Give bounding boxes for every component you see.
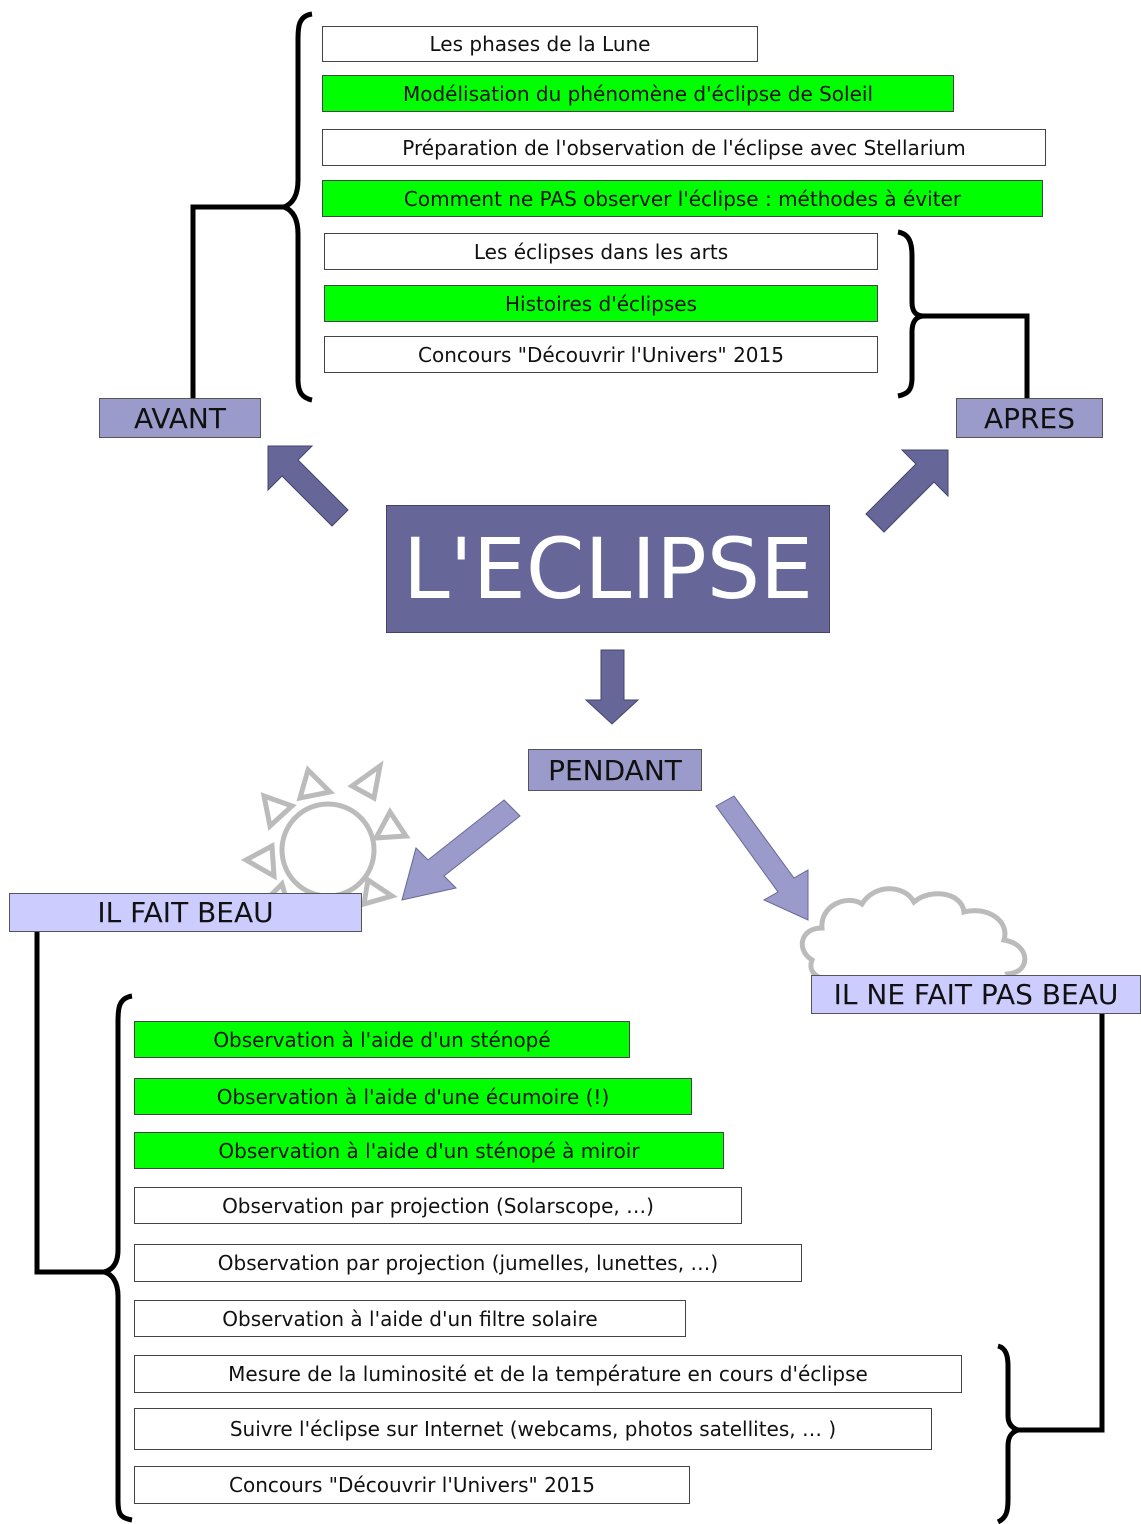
- avant-item-methodes-eviter: Comment ne PAS observer l'éclipse : méth…: [322, 180, 1043, 217]
- sun-icon: [240, 760, 411, 916]
- arrow-to-avant: [267, 445, 349, 527]
- avant-item-stellarium: Préparation de l'observation de l'éclips…: [322, 129, 1046, 166]
- apres-item-concours: Concours "Découvrir l'Univers" 2015: [324, 336, 878, 373]
- pendant-item-ecumoire: Observation à l'aide d'une écumoire (!): [134, 1078, 692, 1115]
- pendant-item-internet: Suivre l'éclipse sur Internet (webcams, …: [134, 1408, 932, 1450]
- pendant-label: PENDANT: [528, 749, 702, 791]
- pendant-item-stenope: Observation à l'aide d'un sténopé: [134, 1021, 630, 1058]
- avant-brace: [276, 11, 313, 403]
- pendant-item-filtre: Observation à l'aide d'un filtre solaire: [134, 1300, 686, 1337]
- pendant-item-concours: Concours "Découvrir l'Univers" 2015: [134, 1466, 690, 1504]
- arrow-to-apres: [865, 449, 949, 533]
- pendant-item-mesure: Mesure de la luminosité et de la tempéra…: [134, 1355, 962, 1393]
- apres-connector: [924, 313, 1030, 398]
- avant-label: AVANT: [99, 398, 261, 438]
- arrow-to-beau: [401, 799, 521, 901]
- arrow-to-pasbeau: [715, 795, 809, 921]
- pas-beau-label: IL NE FAIT PAS BEAU: [811, 975, 1141, 1014]
- pendant-item-stenope-miroir: Observation à l'aide d'un sténopé à miro…: [134, 1132, 724, 1169]
- pasbeau-brace: [996, 1343, 1026, 1524]
- apres-label: APRES: [956, 398, 1103, 438]
- avant-item-modelisation: Modélisation du phénomène d'éclipse de S…: [322, 75, 954, 112]
- pendant-item-jumelles: Observation par projection (jumelles, lu…: [134, 1244, 802, 1282]
- beau-brace: [103, 993, 133, 1523]
- eclipse-title: L'ECLIPSE: [386, 505, 830, 633]
- arrow-to-pendant: [584, 649, 640, 725]
- apres-brace: [897, 229, 925, 399]
- beau-connector: [34, 932, 104, 1275]
- beau-label: IL FAIT BEAU: [9, 893, 362, 932]
- apres-item-histoires: Histoires d'éclipses: [324, 285, 878, 322]
- avant-item-phases-lune: Les phases de la Lune: [322, 26, 758, 62]
- apres-item-arts: Les éclipses dans les arts: [324, 233, 878, 270]
- pasbeau-connector: [1018, 1014, 1105, 1433]
- avant-connector: [190, 204, 284, 398]
- pendant-item-solarscope: Observation par projection (Solarscope, …: [134, 1187, 742, 1224]
